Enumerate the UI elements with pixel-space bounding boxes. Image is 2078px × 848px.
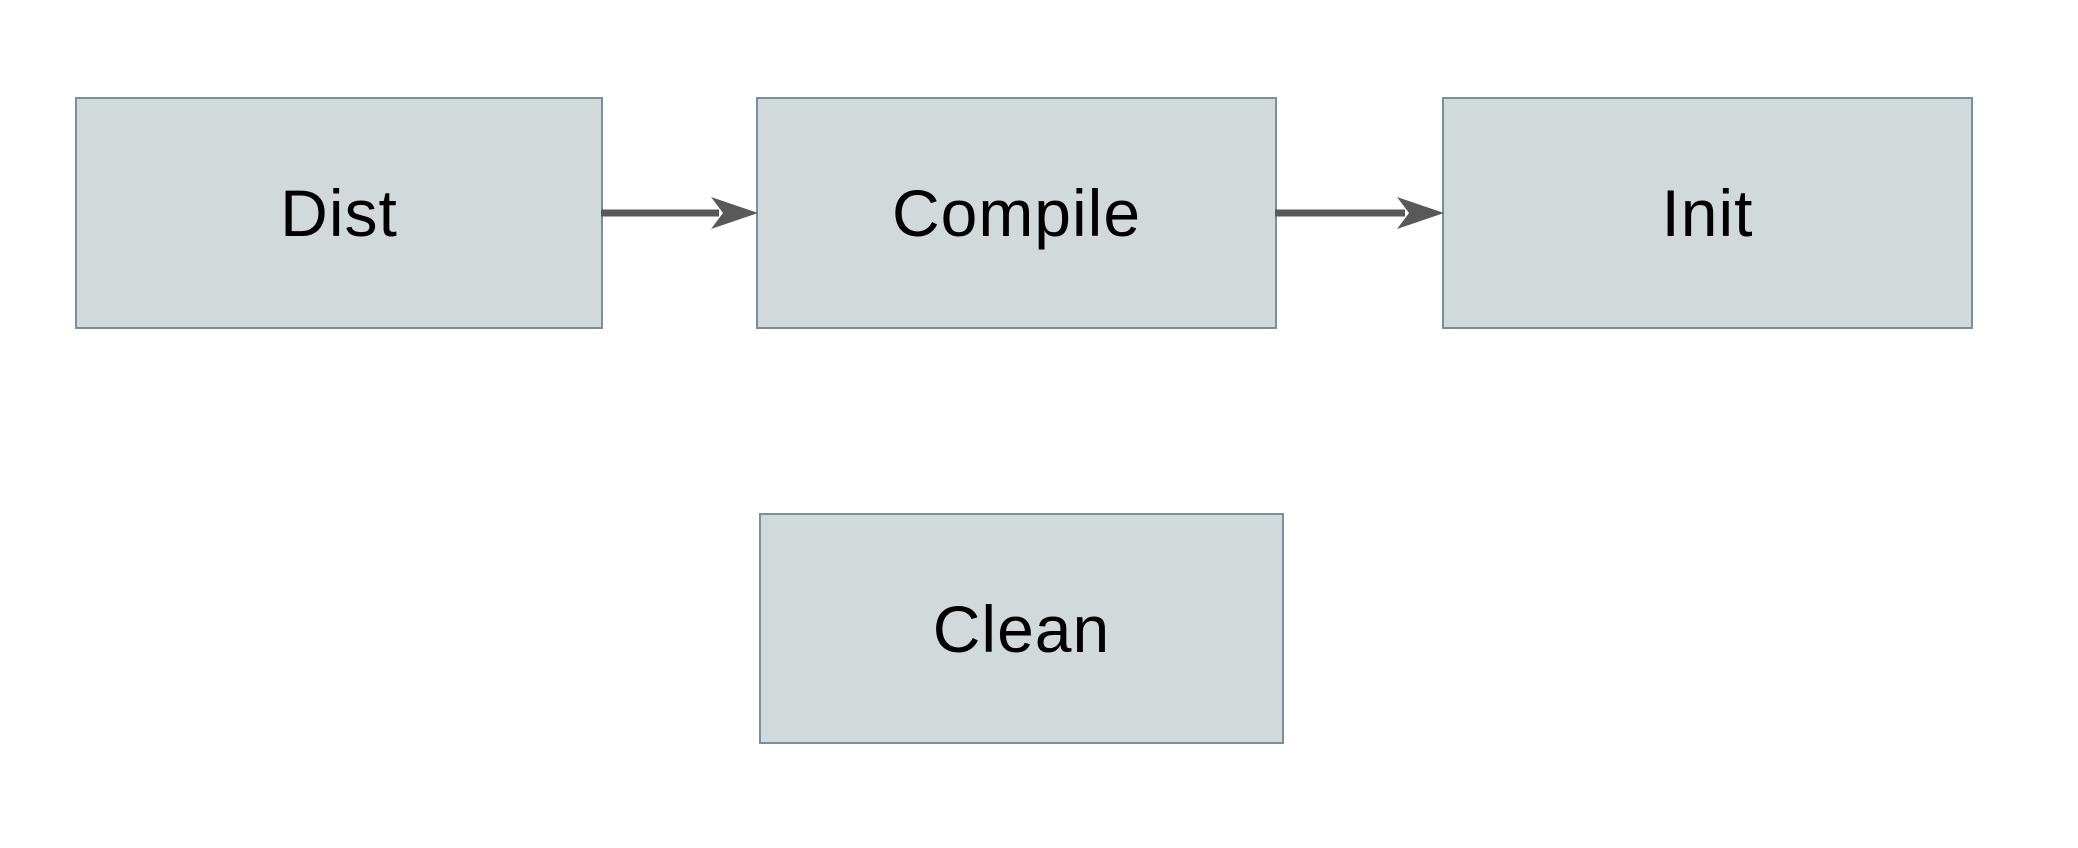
arrowhead-icon [711, 197, 758, 229]
node-compile[interactable]: Compile [756, 97, 1277, 329]
node-init-label: Init [1661, 176, 1754, 250]
node-clean[interactable]: Clean [759, 513, 1284, 744]
arrowhead-icon [1397, 197, 1444, 229]
node-dist[interactable]: Dist [75, 97, 603, 329]
node-clean-label: Clean [932, 591, 1111, 666]
node-init[interactable]: Init [1442, 97, 1973, 329]
arrow-compile-to-init [1275, 197, 1444, 229]
arrow-dist-to-compile [601, 197, 758, 229]
node-compile-label: Compile [891, 176, 1142, 250]
node-dist-label: Dist [280, 176, 398, 250]
